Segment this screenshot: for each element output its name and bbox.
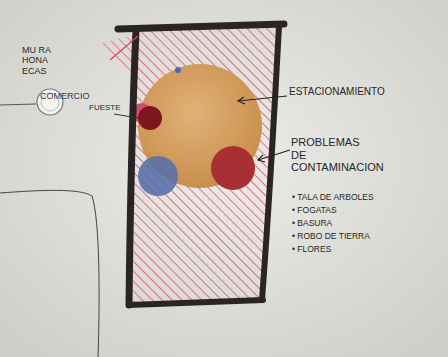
blue-spot <box>138 156 178 196</box>
commerce-circle: COMERCIO <box>36 88 64 116</box>
arrow-head <box>238 97 245 104</box>
fountain-spot <box>138 106 162 130</box>
annotation: ESTACIONAMIENTO <box>289 86 409 97</box>
pollution-spot <box>211 146 255 190</box>
annotation: MU RA HONA ECAS <box>22 45 56 76</box>
blue-dot <box>175 67 181 73</box>
problem-item: • FOGATAS <box>292 206 422 215</box>
arrow-head <box>258 155 265 162</box>
street-line <box>0 190 99 357</box>
site-hatch <box>133 27 278 304</box>
problem-item: • FLORES <box>292 245 422 254</box>
annotation: PROBLEMAS DE CONTAMINACION <box>291 136 367 174</box>
problem-item: • BASURA <box>292 219 422 228</box>
site-outline <box>118 24 284 29</box>
site-outline <box>129 300 263 305</box>
site-outline <box>129 30 136 305</box>
annotation: FUESTE <box>89 104 129 113</box>
problem-item: • TALA DE ARBOLES <box>292 193 422 202</box>
street-line <box>0 104 36 105</box>
problem-item: • ROBO DE TIERRA <box>292 232 422 241</box>
site-outline <box>262 26 279 300</box>
hatch-line <box>110 36 138 60</box>
place-name: COMERCIO <box>40 91 90 101</box>
leader-arrow <box>238 96 287 101</box>
leader-line <box>114 114 138 118</box>
